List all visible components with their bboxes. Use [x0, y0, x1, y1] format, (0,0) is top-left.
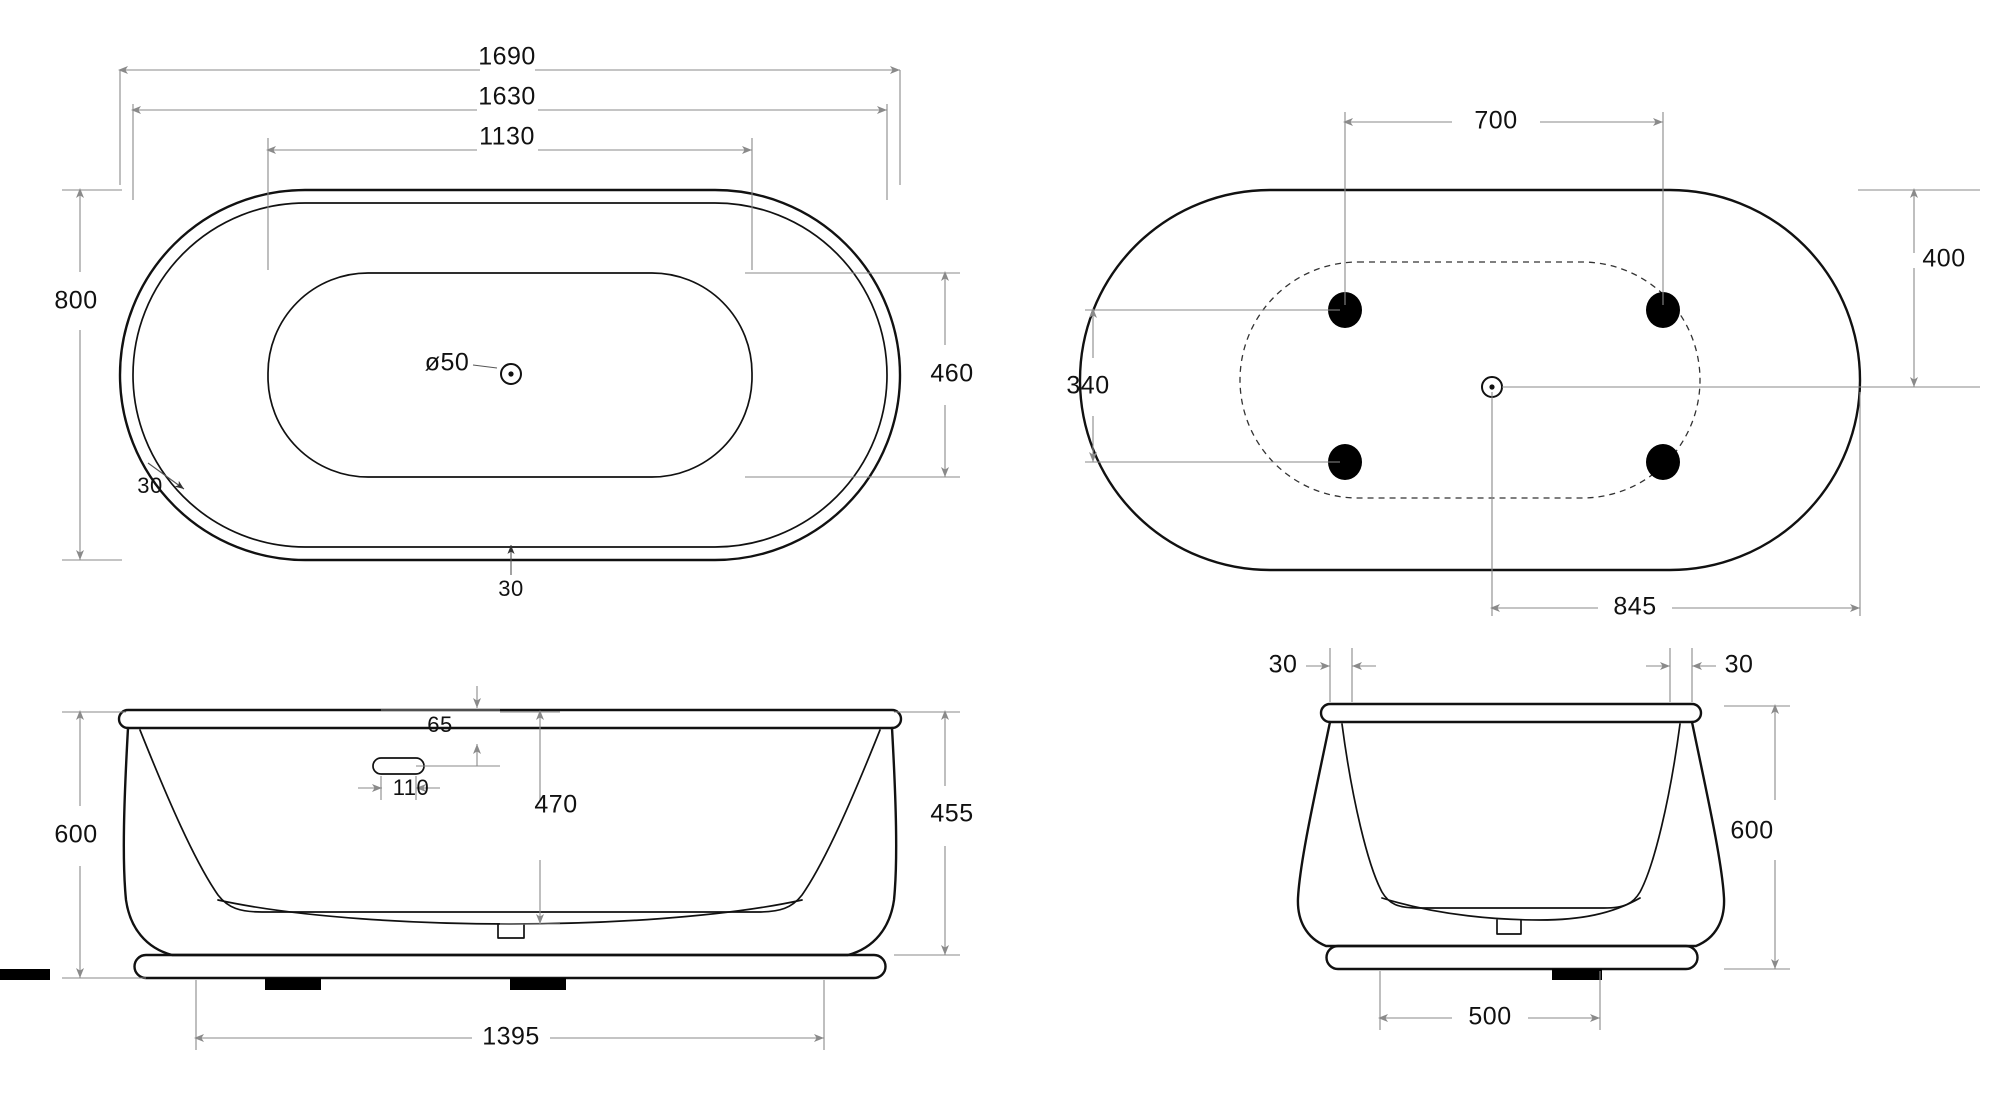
- dim-600-side-label: 600: [1730, 817, 1773, 845]
- tub-basin-outline: [267, 272, 753, 478]
- plinth-bar-front: [133, 953, 887, 980]
- leader-30-left: [147, 462, 185, 490]
- drain-diameter-label: ø50: [425, 349, 470, 377]
- dim-800-label: 800: [54, 287, 97, 315]
- dim-30-left-side: 30: [1269, 651, 1376, 679]
- dim-30-bottom-label: 30: [498, 576, 523, 601]
- dim-1630: 1630: [131, 83, 887, 114]
- dim-400-label: 400: [1922, 245, 1965, 273]
- dim-400: 400: [1910, 188, 1965, 387]
- drain-symbol-plan: [472, 363, 522, 385]
- foot-rear-left: [1328, 444, 1362, 480]
- drain-stub-front: [497, 923, 525, 939]
- overflow-slot-front: [372, 757, 425, 775]
- dim-600-front: 600: [54, 710, 97, 978]
- foot-side-left: [0, 969, 50, 980]
- dim-110: 110: [358, 775, 440, 800]
- foot-front-right-elev: [510, 978, 566, 990]
- dim-460: 460: [930, 271, 973, 477]
- dim-65-label: 65: [427, 712, 452, 737]
- dim-340-label: 340: [1066, 372, 1109, 400]
- dim-600-side: 600: [1730, 704, 1779, 969]
- dim-1690: 1690: [118, 43, 900, 74]
- dim-30-right-side: 30: [1646, 651, 1753, 679]
- tub-outer-rim-outline: [118, 188, 902, 562]
- dim-1690-label: 1690: [478, 43, 536, 71]
- dim-700-label: 700: [1474, 107, 1517, 135]
- dim-460-label: 460: [930, 360, 973, 388]
- foot-rear-right: [1646, 444, 1680, 480]
- dim-30-left-side-label: 30: [1269, 651, 1298, 679]
- view-side-elevation: 30 30 600 500: [0, 648, 1790, 1031]
- view-front-elevation: 600 455 65 110 4: [54, 686, 973, 1051]
- dim-845-label: 845: [1613, 593, 1656, 621]
- dim-845: 845: [1490, 593, 1860, 621]
- basin-wall-side: [1341, 723, 1681, 909]
- dim-1130: 1130: [266, 123, 752, 154]
- dim-500-label: 500: [1468, 1003, 1511, 1031]
- basin-floor-side: [1381, 897, 1641, 921]
- dim-455: 455: [930, 710, 973, 955]
- dim-700: 700: [1343, 107, 1663, 135]
- dim-1395: 1395: [194, 1023, 824, 1051]
- dim-800: 800: [54, 188, 97, 560]
- dim-600-front-label: 600: [54, 821, 97, 849]
- dim-455-label: 455: [930, 800, 973, 828]
- foot-side-right: [1552, 969, 1602, 980]
- dim-1130-label: 1130: [479, 123, 535, 151]
- dim-110-label: 110: [393, 775, 430, 800]
- dim-470: 470: [534, 710, 577, 924]
- dim-30-right-side-label: 30: [1725, 651, 1754, 679]
- foot-front-left-elev: [265, 978, 321, 990]
- dim-500: 500: [1378, 1003, 1600, 1031]
- foot-front-right: [1646, 292, 1680, 328]
- drain-stub-side: [1496, 919, 1522, 935]
- plinth-bar-side: [1325, 944, 1699, 971]
- dim-1395-label: 1395: [482, 1023, 540, 1051]
- view-top-plan: ø50 1690 1630 1130: [54, 43, 973, 601]
- dim-30-left-label: 30: [137, 473, 162, 498]
- dim-470-label: 470: [534, 791, 577, 819]
- dim-340: 340: [1066, 308, 1109, 462]
- basin-hidden-outline: [1239, 261, 1701, 499]
- view-bottom-feet: 700 340 400 845: [1066, 107, 1980, 621]
- tub-outline-bottom-view: [1078, 188, 1862, 572]
- basin-wall-front: [139, 729, 881, 913]
- foot-front-left: [1328, 292, 1362, 328]
- dim-1630-label: 1630: [478, 83, 536, 111]
- dim-65: 65: [427, 686, 481, 766]
